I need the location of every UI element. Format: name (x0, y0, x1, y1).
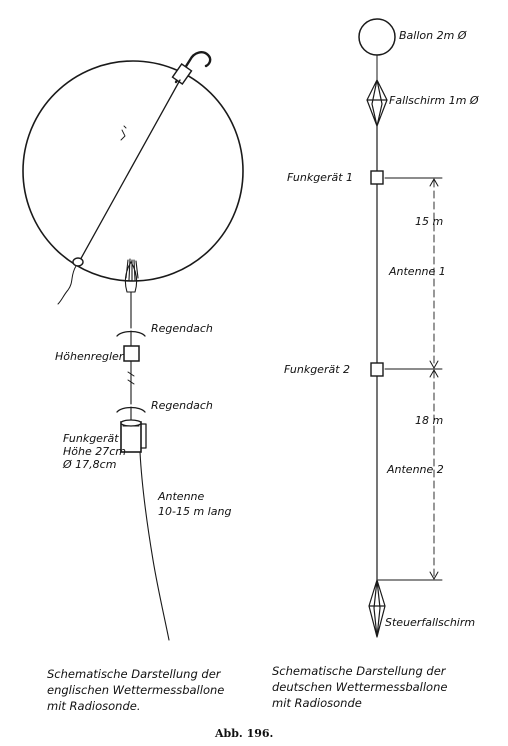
transmitter-top-cap (120, 419, 142, 427)
label-dim-18: 18 m (415, 414, 443, 427)
label-antenne-2: Antenne 2 (386, 463, 444, 476)
label-hoehenregler: Höhenregler (55, 350, 125, 363)
caption-left-line-1: Schematische Darstellung der (47, 667, 222, 681)
label-antenne-laenge: 10-15 m lang (158, 505, 231, 518)
knot-tail (57, 265, 77, 305)
height-regulator (123, 345, 140, 362)
figure-number: Abb. 196. (214, 727, 273, 740)
caption-left-line-2: englischen Wettermessballone (47, 683, 224, 697)
label-regendach-top: Regendach (151, 322, 213, 335)
label-ballon: Ballon 2m Ø (399, 29, 467, 42)
dimension-lines (377, 177, 443, 581)
label-funkgeraet: Funkgerät (63, 432, 119, 445)
balloon-neck-tassel (124, 258, 139, 293)
parachute (366, 79, 388, 127)
label-antenne-1: Antenne 1 (388, 265, 446, 278)
transmitter-side-bracket (140, 423, 147, 449)
label-dim-15: 15 m (415, 215, 443, 228)
caption-right-line-2: deutschen Wettermessballone (272, 680, 447, 694)
radio-unit-1 (370, 170, 384, 185)
label-antenne-left: Antenne (157, 490, 205, 503)
label-funkgeraet-1: Funkgerät 1 (287, 171, 353, 184)
caption-right-line-1: Schematische Darstellung der (272, 664, 447, 678)
label-steuerfallschirm: Steuerfallschirm (385, 616, 475, 629)
english-balloon (22, 60, 244, 282)
interior-mark (120, 125, 127, 141)
german-balloon (358, 18, 396, 56)
label-fallschirm: Fallschirm 1m Ø (389, 94, 479, 107)
label-funkgeraet-2: Funkgerät 2 (284, 363, 350, 376)
radio-unit-2 (370, 362, 384, 377)
steering-parachute (368, 579, 386, 638)
german-balloon-assembly (358, 18, 396, 638)
balloon-knot (72, 257, 84, 267)
caption-right-line-3: mit Radiosonde (272, 696, 362, 710)
cord-twist (127, 371, 135, 385)
filling-hose (174, 51, 212, 84)
caption-left-line-3: mit Radiosonde. (47, 699, 140, 713)
label-regendach-bottom: Regendach (151, 399, 213, 412)
label-durchmesser: Ø 17,8cm (62, 458, 116, 471)
hose-clamp (171, 63, 193, 85)
left-antenna-wire (139, 451, 170, 641)
internal-cord (78, 79, 181, 263)
label-hoehe: Höhe 27cm (63, 445, 126, 458)
english-balloon-assembly (22, 51, 244, 641)
